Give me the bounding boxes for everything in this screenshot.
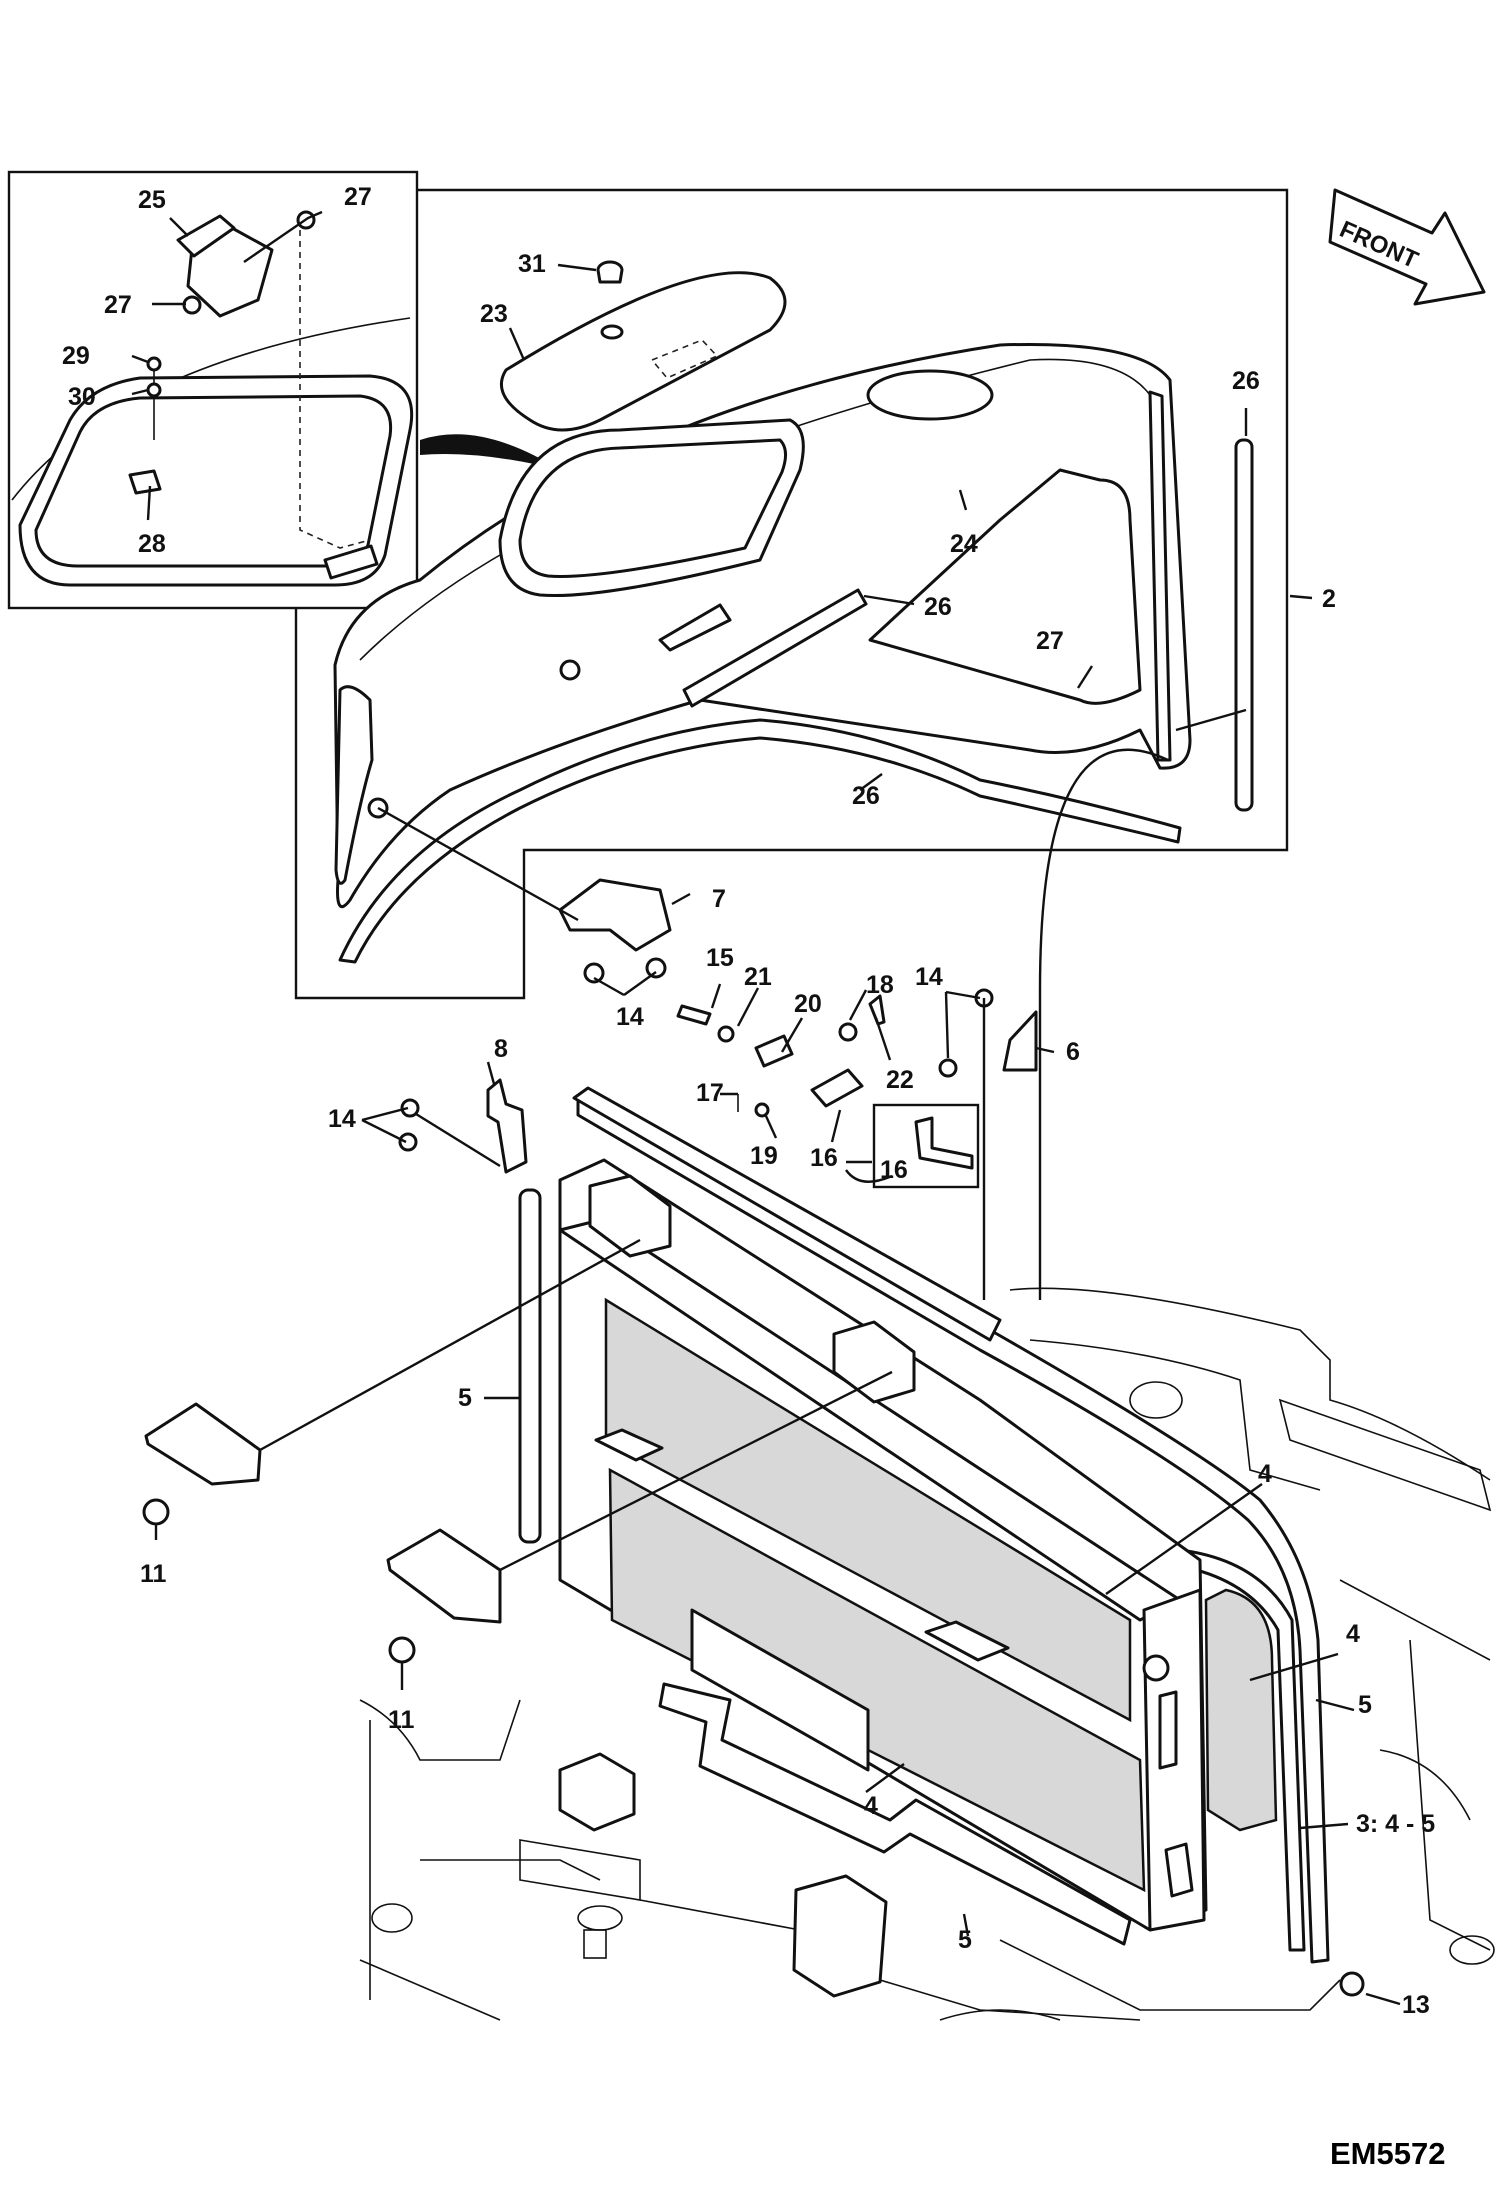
callout-6: 6 [1066, 1038, 1080, 1066]
inset-hood-detail [11, 210, 414, 587]
callout-24: 24 [950, 530, 978, 558]
callout-26: 26 [1232, 367, 1260, 395]
callout-14: 14 [616, 1003, 644, 1031]
hinge-part-left [142, 1402, 262, 1526]
callout-11: 11 [140, 1560, 167, 1588]
callout-13: 13 [1402, 1991, 1430, 2019]
callout-16: 16 [810, 1144, 838, 1172]
seal-strip-lower [338, 718, 1182, 964]
detail-inset-frame [7, 170, 419, 610]
callout-26: 26 [924, 593, 952, 621]
callout-14: 14 [328, 1105, 356, 1133]
callout-8: 8 [494, 1035, 508, 1063]
hood-shell-part [333, 342, 1192, 909]
inset-pointer-icon [420, 434, 560, 470]
callout-30: 30 [68, 383, 96, 411]
callout-labels: 25 27 27 29 30 28 31 23 24 26 26 26 27 2… [62, 183, 1435, 2019]
callout-4: 4 [1346, 1620, 1360, 1648]
callout-18: 18 [866, 971, 894, 999]
seal-strip-upper-diag [572, 1086, 1002, 1342]
callout-21: 21 [744, 963, 772, 991]
seal-strip-bottom [658, 1682, 1132, 1946]
callout-7: 7 [712, 885, 726, 913]
callout-5: 5 [1358, 1691, 1372, 1719]
detail-box-16 [872, 1103, 980, 1189]
callout-27: 27 [344, 183, 372, 211]
callout-4: 4 [1258, 1460, 1272, 1488]
callout-25: 25 [138, 186, 166, 214]
upper-assembly-frame [294, 188, 1289, 1000]
drawing-code: EM5572 [1330, 2136, 1445, 2171]
callout-5: 5 [958, 1926, 972, 1954]
callout-16: 16 [880, 1156, 908, 1184]
machine-base-outline [359, 1287, 1495, 2021]
radiator-frame-assembly [558, 1093, 1330, 1964]
callout-27: 27 [104, 291, 132, 319]
leader-lines [131, 210, 1401, 2006]
callout-19: 19 [750, 1142, 778, 1170]
callout-27: 27 [1036, 627, 1064, 655]
callout-4: 4 [864, 1792, 878, 1820]
callout-28: 28 [138, 530, 166, 558]
screw-icon [146, 356, 162, 372]
bracket-part-7 [558, 878, 672, 952]
callout-17: 17 [696, 1079, 724, 1107]
callout-26: 26 [852, 782, 880, 810]
washer-icon [146, 382, 162, 398]
nut-icon [182, 295, 202, 315]
callout-31: 31 [518, 250, 546, 278]
callout-15: 15 [706, 944, 734, 972]
front-direction-arrow: FRONT [1328, 188, 1486, 306]
access-lid-part [500, 260, 787, 432]
callout-22: 22 [886, 1066, 914, 1094]
callout-3: 3: 4 - 5 [1356, 1810, 1435, 1838]
callout-29: 29 [62, 342, 90, 370]
callout-14: 14 [915, 963, 943, 991]
bracket-part-8 [486, 1078, 528, 1174]
seal-strip-right [1234, 438, 1254, 812]
seal-strip-top [682, 588, 868, 708]
callout-2: 2 [1322, 585, 1336, 613]
seal-strip-left [518, 1188, 542, 1544]
callout-5: 5 [458, 1384, 472, 1412]
hardware-group [676, 988, 1038, 1118]
callout-23: 23 [480, 300, 508, 328]
hinge-part-right [386, 1528, 502, 1664]
callout-11: 11 [388, 1706, 415, 1734]
bolt-icon-13 [1339, 1971, 1365, 1997]
callout-20: 20 [794, 990, 822, 1018]
